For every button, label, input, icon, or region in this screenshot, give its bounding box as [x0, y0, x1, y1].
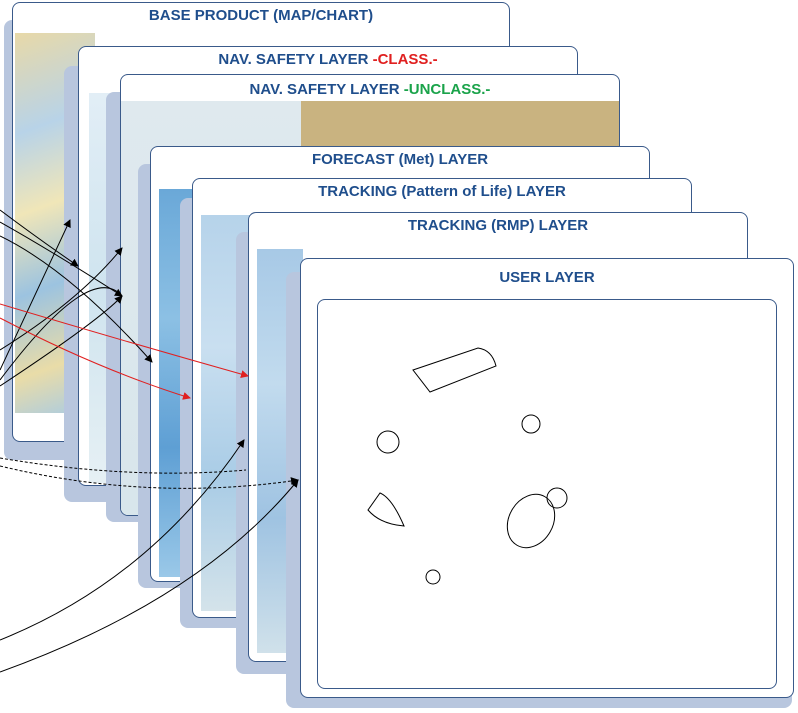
arrow: [0, 295, 123, 387]
arrow: [0, 479, 299, 673]
arrow: [0, 221, 123, 297]
arrow: [0, 235, 153, 363]
tracking-pol-title: TRACKING (Pattern of Life) LAYER: [318, 183, 566, 200]
user-circle-shape: [425, 569, 441, 585]
user-layer: USER LAYER: [300, 258, 794, 698]
user-drawing-area: [317, 299, 777, 689]
base-product-title: BASE PRODUCT (MAP/CHART): [148, 7, 374, 24]
user-circle-shape: [376, 430, 400, 454]
user-circle-shape: [521, 414, 541, 434]
arrow: [0, 287, 123, 381]
user-polygon-shape: [412, 347, 497, 393]
nav-safety-class-title: NAV. SAFETY LAYER -CLASS.-: [218, 51, 438, 68]
red-arrow: [0, 303, 249, 378]
nav-safety-unclass-title: NAV. SAFETY LAYER -UNCLASS.-: [249, 81, 491, 98]
user-ellipse-shape: [506, 493, 556, 549]
dashed-arrow: [0, 465, 299, 489]
arrow: [0, 209, 79, 267]
arrow: [0, 219, 71, 371]
user-layer-title: USER LAYER: [499, 269, 595, 286]
user-sector-shape: [367, 492, 405, 527]
tracking-rmp-title: TRACKING (RMP) LAYER: [407, 217, 589, 234]
red-arrow: [0, 317, 191, 400]
user-circle-shape: [546, 487, 568, 509]
arrow: [0, 247, 123, 351]
land-mass-image: [301, 101, 619, 153]
dashed-arrow: [0, 457, 247, 474]
forecast-title: FORECAST (Met) LAYER: [311, 151, 489, 168]
arrow: [0, 439, 245, 641]
